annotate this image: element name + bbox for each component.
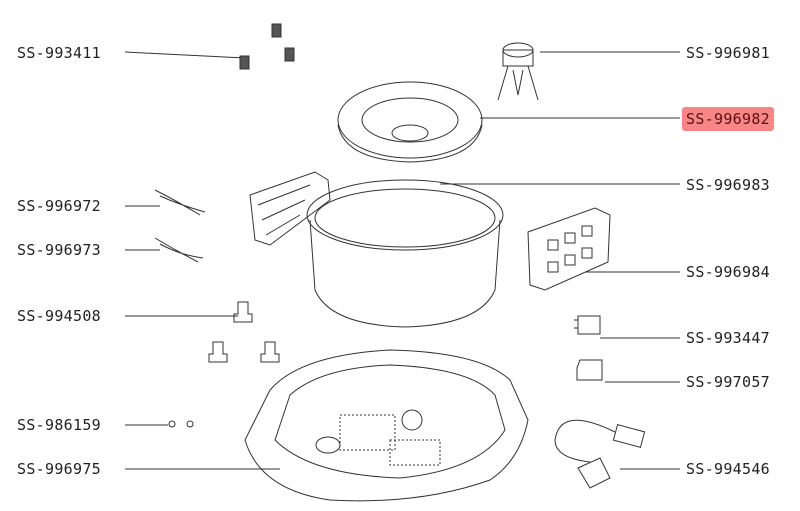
handles-drawing <box>249 171 611 291</box>
part-label-ss-994508[interactable]: SS-994508 <box>17 307 101 325</box>
part-label-ss-996983[interactable]: SS-996983 <box>686 176 770 194</box>
power-cord-drawing <box>554 419 646 489</box>
part-label-ss-996984[interactable]: SS-996984 <box>686 263 770 281</box>
rubber-feet-drawing <box>239 23 295 70</box>
part-label-ss-986159[interactable]: SS-986159 <box>17 416 101 434</box>
thermostat-drawing <box>497 42 539 101</box>
part-label-ss-996981[interactable]: SS-996981 <box>686 44 770 62</box>
connectors-drawing <box>574 315 603 381</box>
part-label-ss-996975[interactable]: SS-996975 <box>17 460 101 478</box>
part-label-ss-993411[interactable]: SS-993411 <box>17 44 101 62</box>
part-label-ss-996972[interactable]: SS-996972 <box>17 197 101 215</box>
part-label-ss-996973[interactable]: SS-996973 <box>17 241 101 259</box>
part-label-ss-996982-highlighted[interactable]: SS-996982 <box>682 107 774 131</box>
heating-plate-drawing <box>337 81 483 163</box>
part-label-ss-997057[interactable]: SS-997057 <box>686 373 770 391</box>
small-feet-drawing <box>168 301 280 428</box>
part-label-ss-994546[interactable]: SS-994546 <box>686 460 770 478</box>
inner-bowl-drawing <box>306 179 504 328</box>
part-label-ss-993447[interactable]: SS-993447 <box>686 329 770 347</box>
base-housing-drawing <box>244 349 529 502</box>
clips-drawing <box>154 189 206 263</box>
leader-lines <box>124 51 680 470</box>
